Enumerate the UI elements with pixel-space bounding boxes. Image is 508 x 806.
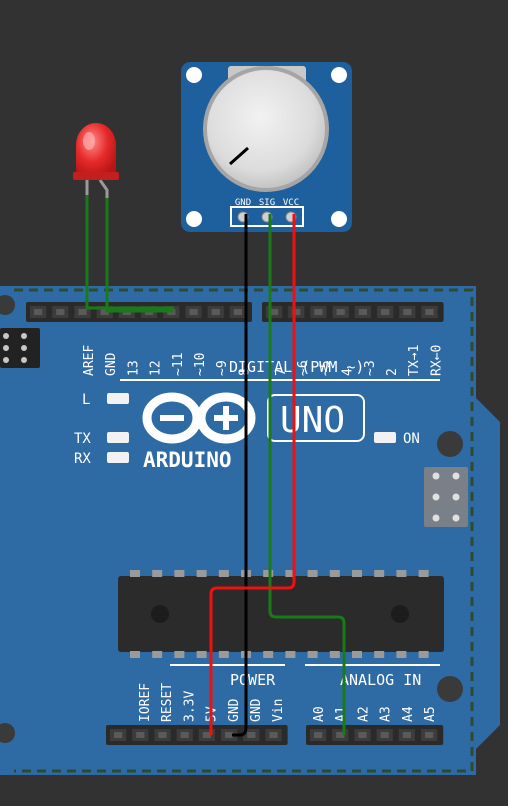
analog-pin-labels: A0 A1 A2 A3 A4 A5 (312, 706, 438, 722)
pin-label: TX→1 (407, 345, 422, 376)
mounting-hole (437, 431, 463, 457)
pot-pin-label-vcc: VCC (283, 198, 299, 208)
pot-knob-indicator (229, 146, 249, 166)
pin-label: A0 (312, 706, 327, 722)
pin-label: 3.3V (182, 691, 197, 722)
pin-label: RX←0 (429, 345, 444, 376)
icsp-header-left (0, 328, 40, 368)
led-anode-leg (98, 179, 109, 198)
pin-label: ~10 (193, 353, 208, 376)
pot-knob[interactable] (207, 70, 325, 188)
pin-label: RESET (160, 683, 175, 722)
pot-pin-label-sig: SIG (259, 198, 275, 208)
mounting-hole (0, 295, 15, 315)
wire-pot-gnd[interactable] (232, 214, 248, 737)
mounting-hole (0, 723, 15, 743)
led-rim (73, 172, 119, 180)
wire-pot-sig-to-a1[interactable] (268, 214, 346, 735)
uno-model-text: UNO (280, 400, 345, 441)
wire-pot-vcc-to-5v[interactable] (209, 214, 296, 735)
atmega-chip (118, 570, 444, 658)
pin-label: ~5 (318, 360, 333, 376)
icsp-header-right (424, 467, 468, 527)
module-mount-hole (186, 67, 202, 83)
pin-label: A2 (356, 706, 371, 722)
pin-label: GND (249, 698, 264, 722)
pin-label: ~3 (363, 360, 378, 376)
analog-header[interactable] (306, 725, 444, 745)
pin-label: A4 (401, 706, 416, 722)
led-on-indicator (374, 432, 396, 443)
pin-label: GND (104, 352, 119, 376)
pin-label: 13 (126, 360, 141, 376)
pin-label: A1 (334, 706, 349, 722)
module-mount-hole (331, 211, 347, 227)
wire-led-anode-to-pin11[interactable] (105, 198, 174, 313)
wire-led-cathode-to-gnd[interactable] (85, 195, 174, 310)
pin-label: ~9 (215, 360, 230, 376)
led-on-label: ON (403, 431, 420, 447)
board-selection-outline (14, 288, 474, 773)
pin-label: 7 (274, 368, 289, 376)
pin-label: ~6 (296, 360, 311, 376)
wires[interactable] (85, 195, 346, 737)
pin-label: Vin (271, 699, 286, 722)
module-mount-hole (331, 67, 347, 83)
pin-label: GND (227, 698, 242, 722)
pin-label: AREF (82, 345, 97, 376)
pin-label: A5 (423, 706, 438, 722)
led-l-label: L (82, 392, 90, 408)
power-header-label: POWER (230, 671, 276, 689)
analog-header-label: ANALOG IN (340, 671, 421, 689)
minus-icon (160, 415, 184, 421)
arduino-logo (142, 392, 256, 444)
pot-pin-box (230, 206, 304, 227)
pot-pin-label-gnd: GND (235, 198, 251, 208)
pin-label: 12 (149, 360, 164, 376)
led-tx-indicator (107, 432, 129, 443)
mounting-hole (437, 676, 463, 702)
led-tx-label: TX (74, 431, 91, 447)
pin-label: ~11 (171, 353, 186, 376)
red-led[interactable] (73, 123, 119, 198)
pin-label: 4 (341, 368, 356, 376)
module-mount-hole (186, 211, 202, 227)
uno-badge (267, 394, 365, 442)
led-body (76, 123, 116, 176)
potentiometer-module[interactable]: GND SIG VCC (181, 62, 352, 232)
led-rx-indicator (107, 452, 129, 463)
digital-header-label: DIGITAL (PWM ~) (229, 358, 364, 376)
digital-header-right[interactable] (262, 302, 444, 322)
pin-label: IOREF (138, 683, 153, 722)
power-header[interactable] (106, 725, 288, 745)
arduino-brand-text: ARDUINO (143, 448, 232, 472)
led-rx-label: RX (74, 451, 91, 467)
led-l-indicator (107, 393, 129, 404)
pin-label: 2 (385, 368, 400, 376)
pin-label: A3 (379, 706, 394, 722)
